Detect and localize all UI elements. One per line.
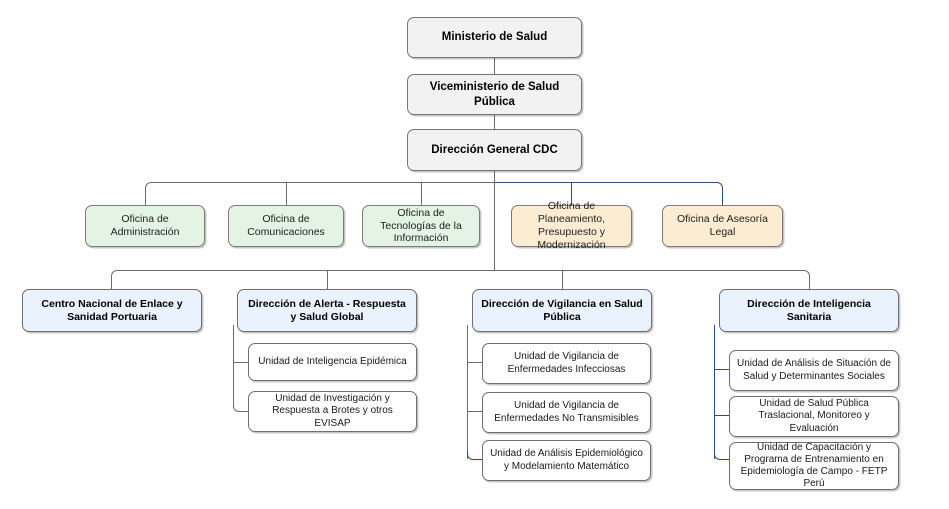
connector-direccion-to-directions-bus bbox=[494, 170, 495, 270]
node-label: Unidad de Análisis de Situación de Salud… bbox=[737, 358, 891, 382]
node-direccion-general-cdc[interactable]: Dirección General CDC bbox=[407, 129, 582, 171]
node-label: Dirección de Inteligencia Sanitaria bbox=[747, 297, 871, 323]
node-centro-nacional-de-enlace-y-sanidad-portuaria[interactable]: Centro Nacional de Enlace y Sanidad Port… bbox=[22, 289, 202, 332]
connector-spine-direction-4 bbox=[714, 325, 715, 459]
node-label: Dirección General CDC bbox=[431, 143, 558, 156]
node-unidad-de-salud-publica-traslacional[interactable]: Unidad de Salud Pública Traslacional, Mo… bbox=[729, 396, 899, 437]
connector-stub-direction4-unit3 bbox=[714, 451, 729, 460]
node-unidad-de-capacitacion-fetp-peru[interactable]: Unidad de Capacitación y Programa de Ent… bbox=[729, 442, 899, 490]
node-oficina-de-planeamiento-presupuesto-y-modernizacion[interactable]: Oficina de Planeamiento, Presupuesto y M… bbox=[511, 200, 632, 251]
node-oficina-de-tecnologias-de-la-informacion[interactable]: Oficina de Tecnologías de la Información bbox=[362, 205, 480, 247]
node-label: Oficina de Asesoría Legal bbox=[676, 213, 769, 238]
node-label: Unidad de Capacitación y Programa de Ent… bbox=[740, 441, 888, 490]
node-label: Oficina de Planeamiento, Presupuesto y M… bbox=[537, 200, 606, 251]
node-label: Unidad de Investigación y Respuesta a Br… bbox=[272, 393, 393, 429]
connector-elbow-direction-4 bbox=[803, 270, 810, 278]
node-unidad-de-investigacion-y-respuesta-a-brotes[interactable]: Unidad de Investigación y Respuesta a Br… bbox=[248, 391, 417, 432]
node-ministerio-de-salud[interactable]: Ministerio de Salud bbox=[407, 17, 582, 58]
node-unidad-de-vigilancia-de-enfermedades-no-transmisibles[interactable]: Unidad de Vigilancia de Enfermedades No … bbox=[482, 392, 651, 433]
node-unidad-de-analisis-epidemiologico-y-modelamiento-matematico[interactable]: Unidad de Análisis Epidemiológico y Mode… bbox=[482, 440, 651, 481]
node-label: Dirección de Alerta - Respuesta y Salud … bbox=[248, 297, 406, 323]
node-label: Viceministerio de Salud Pública bbox=[429, 81, 560, 108]
connector-drop-direction-2 bbox=[327, 270, 328, 289]
connector-stub-direction4-unit2 bbox=[714, 415, 729, 416]
node-oficina-de-comunicaciones[interactable]: Oficina de Comunicaciones bbox=[228, 205, 344, 247]
node-unidad-de-inteligencia-epidemica[interactable]: Unidad de Inteligencia Epidémica bbox=[248, 343, 417, 381]
node-label: Unidad de Salud Pública Traslacional, Mo… bbox=[758, 398, 870, 434]
connector-elbow-direction-1 bbox=[111, 270, 118, 278]
connector-offices-bus-right bbox=[494, 182, 716, 183]
connector-drop-direction-3 bbox=[562, 270, 563, 289]
node-oficina-de-administracion[interactable]: Oficina de Administración bbox=[85, 205, 205, 247]
node-direccion-de-alerta-respuesta-y-salud-global[interactable]: Dirección de Alerta - Respuesta y Salud … bbox=[237, 289, 417, 332]
node-unidad-de-analisis-de-situacion-de-salud[interactable]: Unidad de Análisis de Situación de Salud… bbox=[729, 350, 899, 391]
connector-drop-office-2 bbox=[286, 182, 287, 205]
connector-drop-direction-1 bbox=[111, 277, 112, 289]
connector-directions-bus bbox=[117, 270, 803, 271]
connector-drop-office-1 bbox=[145, 189, 146, 205]
connector-offices-bus-left bbox=[151, 182, 494, 183]
connector-stub-direction4-unit1 bbox=[714, 369, 729, 370]
connector-ministerio-to-viceministerio bbox=[494, 57, 495, 79]
connector-stub-direction3-unit1 bbox=[467, 362, 482, 363]
node-direccion-de-inteligencia-sanitaria[interactable]: Dirección de Inteligencia Sanitaria bbox=[719, 289, 899, 332]
connector-spine-direction-2 bbox=[233, 325, 234, 408]
node-label: Oficina de Tecnologías de la Información bbox=[380, 206, 462, 245]
node-label: Unidad de Vigilancia de Enfermedades Inf… bbox=[507, 351, 626, 375]
connector-drop-office-4 bbox=[571, 182, 572, 205]
node-label: Dirección de Vigilancia en Salud Pública bbox=[481, 297, 643, 323]
connector-stub-direction2-unit2 bbox=[233, 403, 248, 412]
connector-spine-direction-3 bbox=[467, 325, 468, 459]
connector-drop-direction-4 bbox=[809, 277, 810, 289]
node-direccion-de-vigilancia-en-salud-publica[interactable]: Dirección de Vigilancia en Salud Pública bbox=[472, 289, 652, 332]
node-oficina-de-asesoria-legal[interactable]: Oficina de Asesoría Legal bbox=[662, 205, 783, 247]
node-label: Oficina de Comunicaciones bbox=[247, 213, 325, 238]
connector-elbow-office-5 bbox=[716, 182, 723, 190]
connector-drop-office-5 bbox=[722, 189, 723, 205]
node-label: Ministerio de Salud bbox=[441, 31, 548, 44]
node-viceministerio-de-salud-publica[interactable]: Viceministerio de Salud Pública bbox=[407, 74, 582, 115]
connector-stub-direction2-unit1 bbox=[233, 362, 248, 363]
node-label: Oficina de Administración bbox=[110, 213, 180, 238]
connector-stub-direction3-unit3 bbox=[467, 451, 482, 460]
connector-viceministerio-to-direccion bbox=[494, 113, 495, 135]
node-label: Unidad de Análisis Epidemiológico y Mode… bbox=[490, 448, 643, 472]
connector-stub-direction3-unit2 bbox=[467, 411, 482, 412]
connector-elbow-office-1 bbox=[145, 182, 152, 190]
node-label: Centro Nacional de Enlace y Sanidad Port… bbox=[41, 297, 183, 323]
node-label: Unidad de Vigilancia de Enfermedades No … bbox=[494, 400, 639, 424]
connector-drop-office-3 bbox=[421, 182, 422, 205]
node-label: Unidad de Inteligencia Epidémica bbox=[258, 355, 407, 367]
node-unidad-de-vigilancia-de-enfermedades-infecciosas[interactable]: Unidad de Vigilancia de Enfermedades Inf… bbox=[482, 343, 651, 384]
